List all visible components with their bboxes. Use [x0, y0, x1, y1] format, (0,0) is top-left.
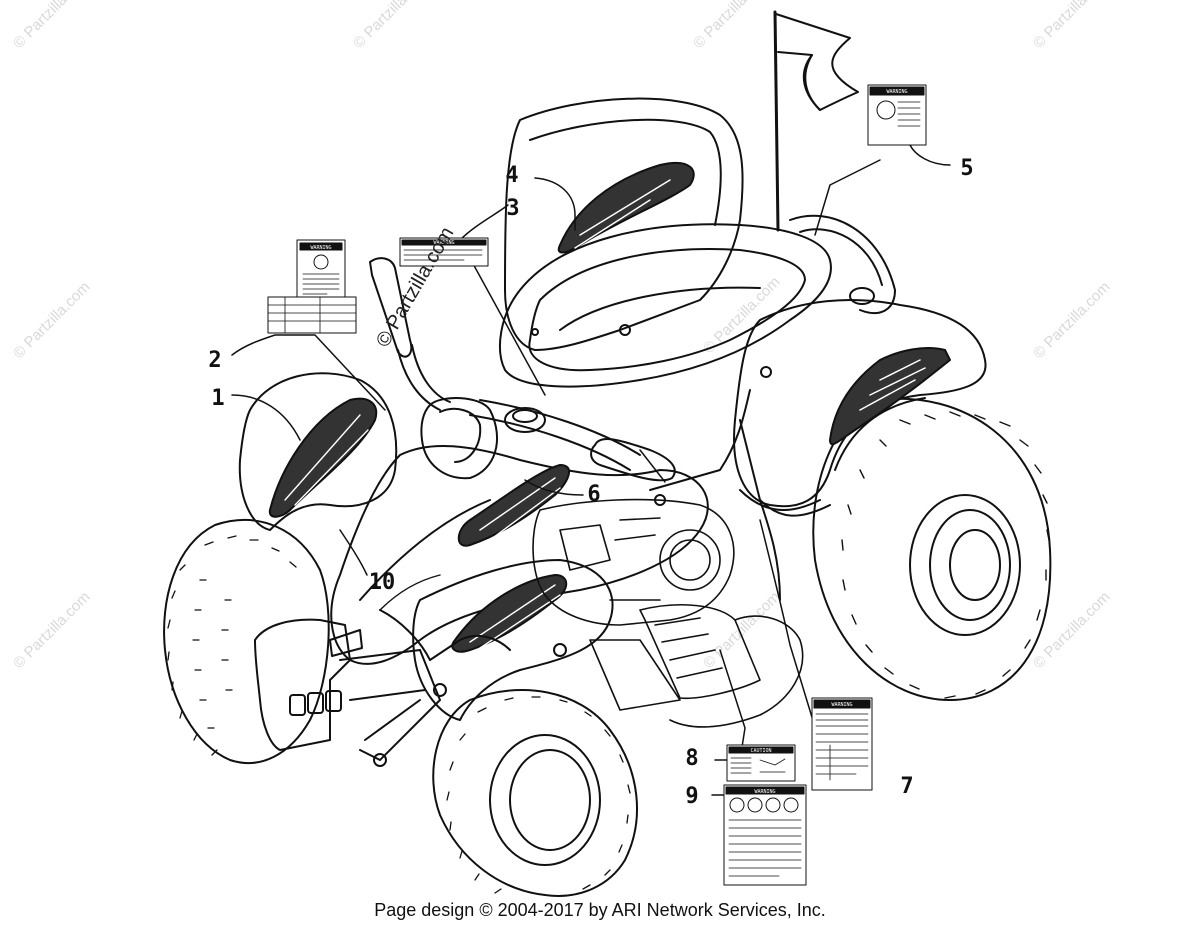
footrest	[639, 604, 804, 728]
handlebar-cover	[420, 397, 546, 480]
copyright-footer: Page design © 2004-2017 by ARI Network S…	[374, 900, 826, 920]
callout-4: 4	[505, 163, 518, 188]
right-front-fender	[412, 559, 614, 721]
left-front-fender	[238, 372, 398, 531]
label-header: WARNING	[310, 245, 331, 251]
front-bumper	[254, 609, 567, 767]
label-operation	[267, 296, 357, 334]
rear-rack	[789, 214, 896, 315]
label-header: WARNING	[754, 789, 775, 795]
engine	[532, 498, 735, 711]
label-warning-7	[811, 697, 873, 791]
label-header: CAUTION	[750, 748, 771, 754]
label-header: WARNING	[886, 89, 907, 95]
front-left-wheel	[163, 519, 330, 765]
label-warning-8	[726, 744, 796, 782]
label-header: WARNING	[831, 702, 852, 708]
front-body-panel	[504, 97, 744, 351]
frame	[649, 389, 821, 601]
handlebar	[369, 257, 676, 483]
callout-5: 5	[960, 156, 973, 181]
callout-3: 3	[506, 196, 519, 221]
label-header: WARNING	[433, 240, 454, 246]
callout-9: 9	[685, 784, 698, 809]
callout-8: 8	[685, 746, 698, 771]
callout-10: 10	[369, 570, 396, 595]
rear-fender	[733, 299, 987, 517]
callout-6: 6	[587, 482, 600, 507]
leader-lines	[231, 144, 951, 796]
callout-2: 2	[208, 348, 221, 373]
seat	[499, 223, 832, 388]
label-warning-top	[296, 239, 346, 299]
label-warning-5	[867, 84, 927, 146]
label-warning-3	[399, 237, 489, 267]
callout-1: 1	[211, 386, 224, 411]
callout-7: 7	[900, 774, 913, 799]
front-right-wheel	[432, 689, 638, 897]
safety-flag	[773, 10, 859, 232]
label-warning-9	[723, 784, 807, 886]
